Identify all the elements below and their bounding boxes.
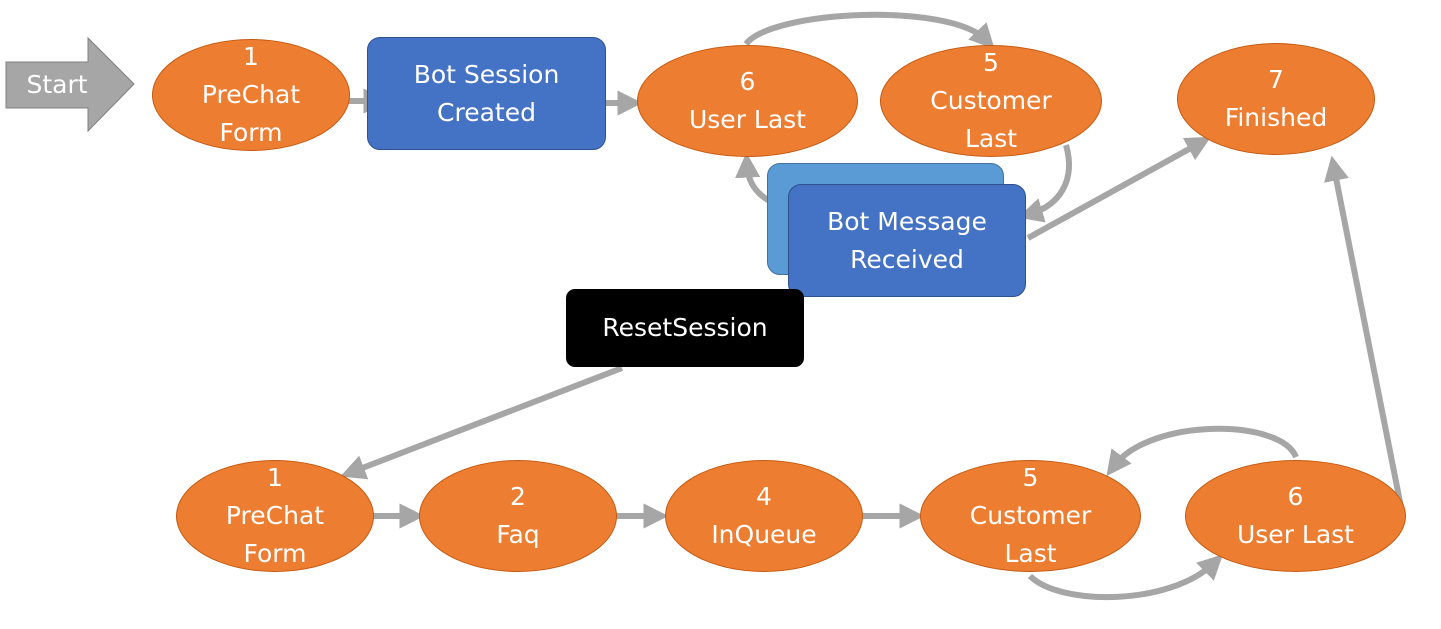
event-label-line2: Received bbox=[850, 244, 964, 274]
state-user-last-top: 6 User Last bbox=[637, 45, 858, 157]
state-number: 1 bbox=[267, 463, 283, 492]
state-number: 6 bbox=[1287, 482, 1304, 511]
arrow-userlast-to-customerlast bbox=[1106, 425, 1299, 477]
arrow-customerlast-to-botmessage bbox=[1017, 144, 1072, 223]
arrow-userlast-to-customerlast bbox=[743, 11, 995, 50]
arrow-customerlast-to-userlast bbox=[1027, 554, 1224, 601]
state-number: 1 bbox=[243, 42, 259, 71]
state-label-line1: User Last bbox=[688, 105, 806, 134]
state-customer-last-top: 5 Customer Last bbox=[880, 45, 1102, 157]
state-label-line1: User Last bbox=[1236, 520, 1354, 549]
state-label-line1: PreChat bbox=[225, 501, 325, 530]
state-number: 7 bbox=[1268, 65, 1284, 94]
event-bot-message-received: Bot Message Received bbox=[788, 184, 1026, 297]
state-inqueue: 4 InQueue bbox=[665, 460, 863, 572]
state-prechat-form-bottom: 1 PreChat Form bbox=[176, 460, 374, 572]
state-label-line1: Faq bbox=[496, 520, 540, 549]
state-number: 2 bbox=[510, 482, 526, 511]
state-label-line2: Last bbox=[1004, 539, 1057, 568]
state-label-line1: Finished bbox=[1224, 103, 1328, 132]
arrow-userlast-to-finished bbox=[1324, 155, 1405, 513]
state-number: 5 bbox=[983, 48, 999, 77]
state-number: 5 bbox=[1022, 463, 1039, 492]
event-bot-session-created: Bot Session Created bbox=[367, 37, 606, 150]
state-label-line1: PreChat bbox=[201, 80, 301, 109]
state-number: 6 bbox=[739, 67, 756, 96]
event-label: ResetSession bbox=[602, 313, 768, 342]
state-label-line2: Last bbox=[964, 124, 1018, 153]
start-node: Start bbox=[8, 63, 106, 107]
state-label-line2: Form bbox=[243, 539, 307, 568]
arrow-reset-to-prechat bbox=[340, 365, 624, 480]
event-reset-session: ResetSession bbox=[566, 289, 804, 367]
start-label: Start bbox=[26, 70, 88, 99]
state-label-line2: Form bbox=[219, 118, 283, 147]
state-label-line1: Customer bbox=[969, 501, 1092, 530]
state-prechat-form-top: 1 PreChat Form bbox=[152, 39, 350, 151]
state-number: 4 bbox=[756, 482, 772, 511]
state-user-last-bottom: 6 User Last bbox=[1185, 460, 1406, 572]
arrow-botmessage-to-finished bbox=[1026, 136, 1212, 241]
event-label-line2: Created bbox=[437, 97, 536, 127]
start-arrow-shape bbox=[5, 36, 135, 133]
state-finished: 7 Finished bbox=[1177, 43, 1375, 155]
state-label-line1: InQueue bbox=[711, 520, 817, 549]
state-faq: 2 Faq bbox=[419, 460, 617, 572]
event-label-line1: Bot Message bbox=[827, 206, 987, 236]
state-customer-last-bottom: 5 Customer Last bbox=[920, 460, 1141, 572]
event-label-line1: Bot Session bbox=[413, 59, 560, 89]
state-label-line1: Customer bbox=[930, 86, 1052, 115]
